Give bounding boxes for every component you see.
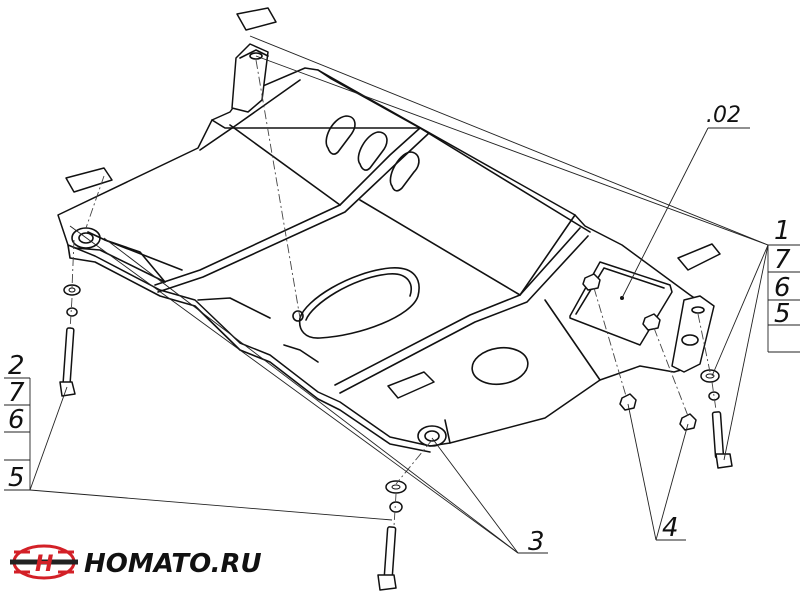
callout-4: 4 <box>662 513 679 543</box>
oval-cutout <box>298 267 420 339</box>
callout-6-right: 6 <box>774 273 791 303</box>
callout-3: 3 <box>528 527 545 557</box>
callout-stack-left: 2 7 6 5 <box>4 351 31 493</box>
nut-3 <box>619 393 637 411</box>
nut-2 <box>642 313 661 331</box>
bolt-stack-center <box>377 480 407 591</box>
callout-5-left: 5 <box>8 463 25 493</box>
brand-name: HOMATO.RU <box>84 549 262 579</box>
spacer-plate-left <box>65 167 113 193</box>
bolt-stack-left <box>59 284 81 397</box>
leader-lines <box>4 35 800 554</box>
callout-plate-02: .02 <box>706 103 741 128</box>
callout-7-left: 7 <box>8 378 25 408</box>
round-hole <box>471 346 529 386</box>
callout-1: 1 <box>774 216 791 246</box>
nut-4 <box>679 413 697 431</box>
callout-stack-right: 1 7 6 5 <box>767 216 800 353</box>
mount-bracket-right <box>671 243 721 373</box>
bolt-stack-right <box>700 369 733 469</box>
brand-logo: H <box>10 544 78 580</box>
callout-7-right: 7 <box>774 245 791 275</box>
ventilation-slots <box>325 115 420 192</box>
callout-5-right: 5 <box>774 299 791 329</box>
nut-1 <box>582 273 601 291</box>
mount-bracket-rear-left <box>231 7 277 113</box>
skid-plate-shield <box>57 67 706 453</box>
callout-2: 2 <box>8 351 25 381</box>
stud-hole <box>292 310 304 322</box>
bolt-hole-right <box>681 334 699 346</box>
spacer-plate-center <box>387 371 435 399</box>
centerlines <box>69 59 717 527</box>
callout-6-left: 6 <box>8 405 25 435</box>
logo-letter: H <box>35 552 53 577</box>
bolt-hole-center <box>417 425 447 447</box>
